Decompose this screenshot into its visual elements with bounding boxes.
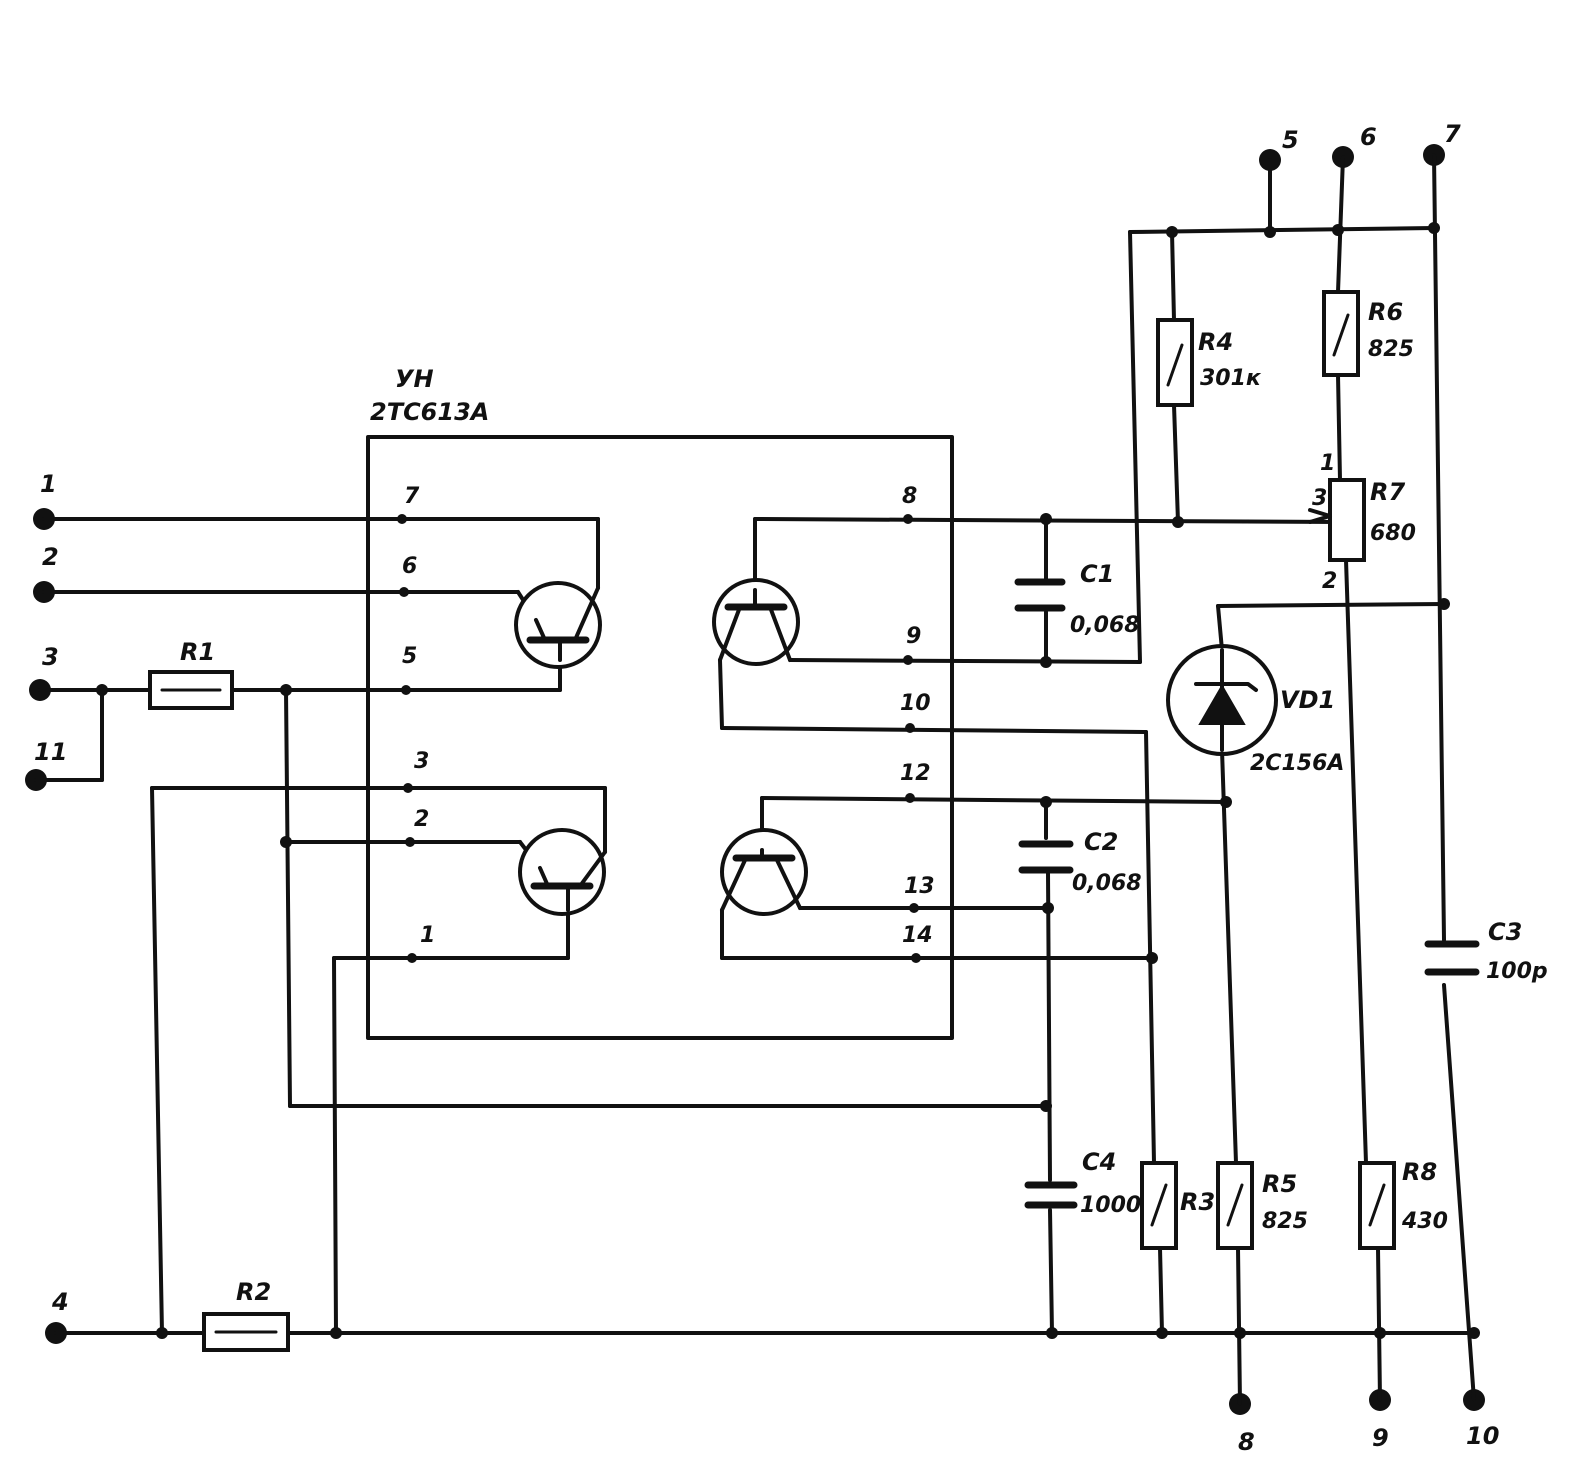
svg-text:680: 680 xyxy=(1370,521,1416,546)
svg-text:6: 6 xyxy=(1360,123,1377,151)
junction-dots xyxy=(96,222,1480,1339)
pin-8: 8 xyxy=(902,484,917,509)
resistor-r6: R6 825 xyxy=(1322,290,1414,377)
svg-text:3: 3 xyxy=(42,643,59,671)
svg-text:4: 4 xyxy=(51,1288,69,1316)
svg-text:301к: 301к xyxy=(1200,366,1262,391)
pin-12: 12 xyxy=(900,761,931,786)
svg-text:C1: C1 xyxy=(1080,560,1114,588)
svg-text:5: 5 xyxy=(1282,126,1299,154)
transistor-q1 xyxy=(514,581,602,669)
resistor-r3: R3 xyxy=(1140,1161,1215,1250)
svg-text:7: 7 xyxy=(1444,120,1461,148)
transistor-q4 xyxy=(720,828,808,916)
resistor-r8: R8 430 xyxy=(1358,1158,1448,1250)
svg-text:10: 10 xyxy=(1466,1422,1499,1450)
resistor-r5: R5 825 xyxy=(1216,1161,1308,1250)
svg-text:2: 2 xyxy=(42,543,59,571)
capacitor-c2: C2 0,068 xyxy=(1018,828,1142,896)
zener-diode-vd1: VD1 2С156А xyxy=(1166,644,1344,776)
terminal-5: 5 xyxy=(1259,126,1299,171)
terminal-4: 4 xyxy=(45,1288,69,1344)
transistor-q3 xyxy=(712,578,800,666)
svg-text:R1: R1 xyxy=(180,638,215,666)
svg-text:R4: R4 xyxy=(1198,328,1233,356)
svg-text:0,068: 0,068 xyxy=(1072,871,1142,896)
resistor-r7: R7 680 1 3 2 xyxy=(1308,451,1416,594)
svg-text:825: 825 xyxy=(1368,337,1414,362)
terminal-11: 11 xyxy=(25,738,67,791)
terminal-6: 6 xyxy=(1332,123,1377,168)
pin-1: 1 xyxy=(420,923,435,948)
svg-text:0,068: 0,068 xyxy=(1070,613,1140,638)
r7-pin-3: 3 xyxy=(1312,486,1327,511)
resistor-r4: R4 301к xyxy=(1156,318,1262,407)
svg-text:2С156А: 2С156А xyxy=(1250,751,1344,776)
module-ref-label: УН xyxy=(395,365,434,393)
module-type-label: 2ТС613А xyxy=(370,398,489,426)
svg-text:R7: R7 xyxy=(1370,478,1405,506)
r7-pin-1: 1 xyxy=(1320,451,1335,476)
capacitor-c4: C4 1000 xyxy=(1024,1148,1141,1218)
pin-13: 13 xyxy=(904,874,935,899)
svg-text:C4: C4 xyxy=(1082,1148,1116,1176)
pin-3: 3 xyxy=(414,749,429,774)
svg-text:C3: C3 xyxy=(1488,918,1522,946)
pin-7: 7 xyxy=(404,484,420,509)
svg-text:C2: C2 xyxy=(1084,828,1118,856)
svg-text:1: 1 xyxy=(40,470,57,498)
svg-text:9: 9 xyxy=(1372,1424,1389,1452)
pin-6: 6 xyxy=(402,554,417,579)
svg-text:R5: R5 xyxy=(1262,1170,1297,1198)
svg-text:VD1: VD1 xyxy=(1280,686,1335,714)
pin-14: 14 xyxy=(902,923,933,948)
svg-text:R6: R6 xyxy=(1368,298,1403,326)
capacitor-c3: C3 100р xyxy=(1424,918,1548,984)
pin-5: 5 xyxy=(402,644,417,669)
module-pins: 7 6 5 3 2 1 8 9 10 12 13 14 xyxy=(397,484,935,963)
capacitor-c1: C1 0,068 xyxy=(1014,560,1140,638)
terminal-7: 7 xyxy=(1423,120,1461,166)
resistor-r2: R2 xyxy=(202,1278,290,1352)
terminal-10: 10 xyxy=(1463,1389,1499,1450)
svg-text:8: 8 xyxy=(1238,1428,1255,1456)
wiring-right xyxy=(718,153,1476,1406)
pin-9: 9 xyxy=(906,624,921,649)
svg-text:11: 11 xyxy=(34,738,67,766)
svg-text:R3: R3 xyxy=(1180,1188,1215,1216)
svg-text:R8: R8 xyxy=(1402,1158,1437,1186)
pin-2: 2 xyxy=(414,807,429,832)
module-un-2tc613a: УН 2ТС613А xyxy=(366,365,954,1040)
r7-pin-2: 2 xyxy=(1322,569,1337,594)
svg-text:R2: R2 xyxy=(236,1278,271,1306)
svg-text:1000: 1000 xyxy=(1080,1193,1141,1218)
svg-text:430: 430 xyxy=(1401,1209,1448,1234)
resistor-r1: R1 xyxy=(148,638,234,710)
pin-10: 10 xyxy=(900,691,931,716)
terminal-3: 3 xyxy=(29,643,59,701)
svg-text:825: 825 xyxy=(1262,1209,1308,1234)
transistor-q2 xyxy=(518,828,607,916)
svg-text:100р: 100р xyxy=(1486,959,1548,984)
